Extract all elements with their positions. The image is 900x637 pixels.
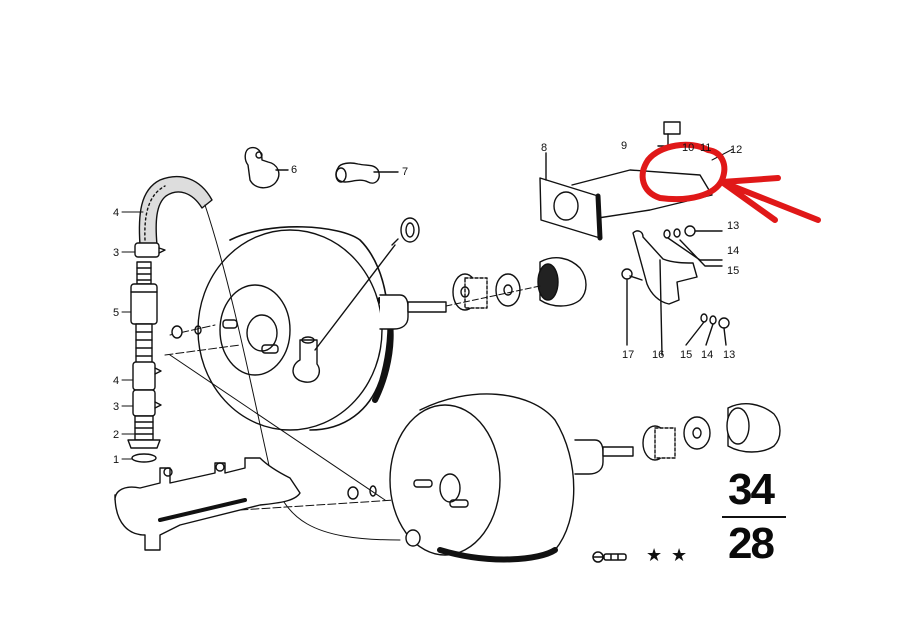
callout-6: 6 bbox=[291, 164, 298, 176]
seal-ring bbox=[131, 453, 157, 463]
fasteners-upper bbox=[663, 225, 723, 267]
hose-clip bbox=[244, 146, 289, 189]
callout-4: 4 bbox=[113, 375, 120, 387]
callout-13: 13 bbox=[723, 349, 736, 361]
callout-15: 15 bbox=[727, 265, 740, 277]
mounting-bracket bbox=[539, 152, 713, 241]
sealing-washer bbox=[400, 217, 420, 243]
callout-15: 15 bbox=[680, 349, 693, 361]
callout-5: 5 bbox=[113, 307, 120, 319]
star-symbol-2: ★ bbox=[671, 545, 688, 565]
push-rod-lower bbox=[574, 439, 634, 475]
callout-1: 1 bbox=[113, 454, 120, 466]
annotation-arrow bbox=[719, 175, 821, 223]
red-annotation bbox=[639, 141, 821, 223]
master-cylinder bbox=[114, 457, 301, 551]
callout-12: 12 bbox=[730, 144, 743, 156]
hose-clamp bbox=[134, 242, 166, 258]
callout-7: 7 bbox=[402, 166, 409, 178]
callout-14: 14 bbox=[727, 245, 740, 257]
hose-clamp-lower-2 bbox=[132, 389, 162, 417]
elbow-hose bbox=[335, 162, 399, 184]
rubber-boot-lower bbox=[726, 403, 781, 453]
air-filter-upper bbox=[452, 273, 488, 311]
callout-3: 3 bbox=[113, 247, 120, 259]
page-number-divider bbox=[722, 516, 786, 518]
callout-3: 3 bbox=[113, 401, 120, 413]
damper-washer-upper bbox=[495, 273, 521, 307]
callout-14: 14 bbox=[701, 349, 714, 361]
air-filter-lower bbox=[642, 425, 676, 461]
fasteners-lower bbox=[685, 313, 730, 346]
page-group-number: 34 bbox=[728, 465, 775, 514]
callout-11: 11 bbox=[700, 142, 712, 154]
callout-8: 8 bbox=[541, 142, 548, 154]
check-valve bbox=[130, 261, 158, 365]
callout-9: 9 bbox=[621, 140, 628, 152]
callout-17: 17 bbox=[622, 349, 635, 361]
star-symbol-1: ★ bbox=[646, 545, 663, 565]
callout-4: 4 bbox=[113, 207, 120, 219]
hose-connector bbox=[127, 415, 161, 449]
damper-washer-lower bbox=[683, 416, 711, 450]
highlight-circle bbox=[639, 141, 728, 203]
brake-booster-upper bbox=[197, 226, 399, 431]
key-chain-icon bbox=[592, 551, 627, 563]
callout-10: 10 bbox=[682, 142, 695, 154]
push-rod-upper bbox=[379, 294, 447, 330]
brake-light-switch bbox=[657, 121, 681, 147]
callout-13: 13 bbox=[727, 220, 740, 232]
hose-clamp-lower bbox=[132, 361, 162, 391]
support-bracket bbox=[632, 230, 698, 356]
page-subgroup-number: 28 bbox=[728, 519, 775, 568]
rubber-boot-upper bbox=[537, 257, 587, 307]
bolt bbox=[621, 268, 643, 346]
callout-16: 16 bbox=[652, 349, 665, 361]
callout-2: 2 bbox=[113, 429, 120, 441]
vacuum-hose bbox=[138, 176, 213, 246]
brake-booster-lower bbox=[347, 393, 575, 563]
